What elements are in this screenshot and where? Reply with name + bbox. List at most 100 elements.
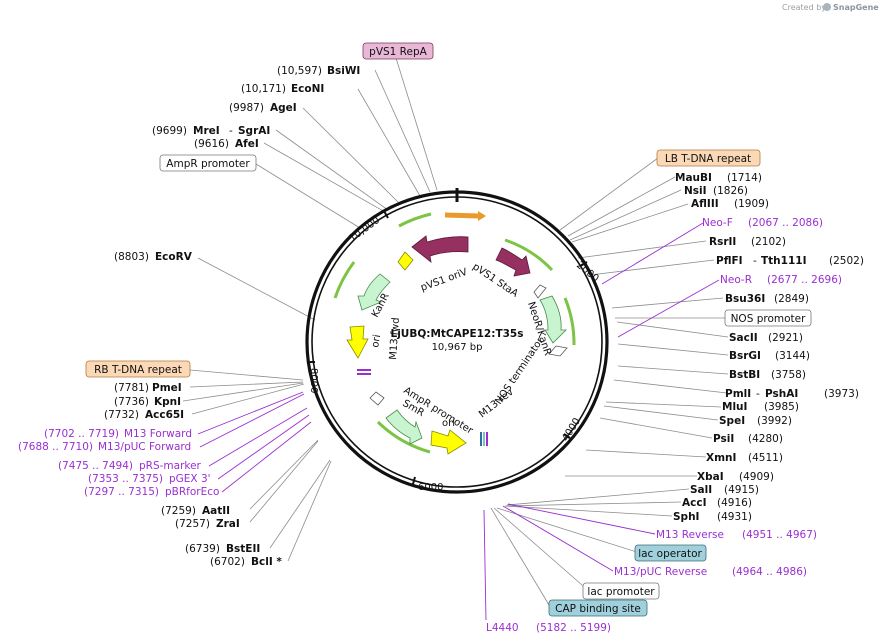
mrei-name[interactable]: MreI: [193, 125, 220, 137]
bcli-name[interactable]: BclI *: [251, 556, 282, 568]
nos-promoter-arrow-icon: [533, 284, 547, 299]
lac-promoter-box[interactable]: [582, 582, 660, 600]
bsrgi-name[interactable]: BsrGI: [729, 350, 761, 362]
bsteii-pos: (6739): [185, 543, 220, 555]
bsiwi-pos: (10,597): [277, 65, 322, 77]
pmli-name[interactable]: PmlI: [725, 388, 751, 400]
ecorv-pos: (8803): [114, 251, 149, 263]
nsii-pos: (1826): [713, 185, 748, 197]
pgex-range: (7353 .. 7375): [88, 473, 163, 485]
nsii-name[interactable]: NsiI: [684, 185, 707, 197]
kpni-name[interactable]: KpnI: [154, 396, 181, 408]
neor-range: (2677 .. 2696): [767, 274, 842, 286]
m13r-name[interactable]: M13 Reverse: [656, 529, 724, 541]
kanr-arrow-icon: [357, 273, 391, 311]
svg-text:-: -: [753, 255, 757, 267]
pvs1-repa-box[interactable]: [362, 42, 434, 60]
pvs1-staa-arrow-icon: [495, 247, 531, 277]
bsu36i-name[interactable]: Bsu36I: [725, 293, 765, 305]
credit-prefix: Created by: [782, 3, 826, 12]
primer-labels-right: Neo-F (2067 .. 2086) Neo-R (2677 .. 2696…: [486, 217, 842, 634]
rsrii-pos: (2102): [751, 236, 786, 248]
site-labels-right: MauBI (1714) NsiI (1826) AflIII (1909) R…: [673, 172, 864, 523]
feature-arcs: [333, 212, 576, 454]
sgrai-name[interactable]: SgrAI: [238, 125, 270, 137]
sali-name[interactable]: SalI: [690, 484, 712, 496]
nos-promoter-box[interactable]: [724, 309, 812, 327]
l4440-name[interactable]: L4440: [486, 622, 519, 634]
cap-site-box[interactable]: [548, 599, 648, 617]
tick-4000: [563, 433, 571, 439]
sphi-name[interactable]: SphI: [673, 511, 699, 523]
afliii-name[interactable]: AflIII: [691, 198, 719, 210]
lac-operator-box[interactable]: [634, 544, 707, 562]
pshai-name[interactable]: PshAI: [765, 388, 798, 400]
lac-marker-2: [483, 432, 485, 446]
bstbi-name[interactable]: BstBI: [729, 369, 760, 381]
bsteii-name[interactable]: BstEII: [226, 543, 260, 555]
spei-name[interactable]: SpeI: [719, 415, 745, 427]
xbai-pos: (4909): [739, 471, 774, 483]
pmei-pos: (7781): [114, 382, 149, 394]
rb-tdna-box[interactable]: [85, 360, 191, 378]
econi-name[interactable]: EcoNI: [291, 83, 324, 95]
m13f-name[interactable]: M13 Forward: [124, 428, 192, 440]
afei-name[interactable]: AfeI: [235, 138, 259, 150]
pflfi-name[interactable]: PflFI: [716, 255, 743, 267]
mlui-pos: (3985): [764, 401, 799, 413]
psii-pos: (4280): [748, 433, 783, 445]
rb-tdna-label: RB T-DNA repeat: [94, 364, 182, 376]
maubi-name[interactable]: MauBI: [675, 172, 712, 184]
ampr-promoter-box[interactable]: [159, 154, 257, 172]
acci-pos: (4916): [717, 497, 752, 509]
pmei-name[interactable]: PmeI: [152, 382, 182, 394]
lac-marker-3: [486, 432, 488, 446]
neor-kanr-arrow-icon: [539, 295, 567, 344]
lb-tdna-label: LB T-DNA repeat: [665, 153, 751, 165]
label-m13rev: M13 rev: [477, 387, 516, 421]
acci-name[interactable]: AccI: [682, 497, 706, 509]
neof-name[interactable]: Neo-F: [702, 217, 733, 229]
acc65i-name[interactable]: Acc65I: [145, 409, 184, 421]
pbr-range: (7297 .. 7315): [84, 486, 159, 498]
agei-pos: (9987): [229, 102, 264, 114]
leader-lines: [182, 57, 729, 611]
lb-repeat-arrow-icon: [478, 211, 486, 221]
xmni-pos: (4511): [748, 452, 783, 464]
m13pucr-range: (4964 .. 4986): [732, 566, 807, 578]
m13puc-name[interactable]: M13/pUC Forward: [98, 441, 191, 453]
sacii-name[interactable]: SacII: [729, 332, 758, 344]
tth111i-name[interactable]: Tth111I: [761, 255, 806, 267]
aatii-name[interactable]: AatII: [202, 505, 230, 517]
tick-label-6000: 6000: [418, 482, 443, 493]
bsiwi-name[interactable]: BsiWI: [327, 65, 360, 77]
m13puc-range: (7688 .. 7710): [18, 441, 93, 453]
ampr-promoter-arrow-icon: [369, 391, 385, 406]
pvs1-repa-label: pVS1 RepA: [369, 46, 427, 58]
rsrii-name[interactable]: RsrII: [709, 236, 736, 248]
xbai-name[interactable]: XbaI: [697, 471, 724, 483]
aatii-pos: (7259): [161, 505, 196, 517]
lb-tdna-box[interactable]: [656, 149, 761, 167]
pgex-name[interactable]: pGEX 3': [169, 473, 211, 485]
prs-name[interactable]: pRS-marker: [139, 460, 202, 472]
zrai-name[interactable]: ZraI: [216, 518, 240, 530]
xmni-name[interactable]: XmnI: [706, 452, 736, 464]
pflfi-pos: (2502): [829, 255, 864, 267]
tick-label-10000: 10,000: [347, 215, 382, 244]
zrai-pos: (7257): [175, 518, 210, 530]
m13pucr-name[interactable]: M13/pUC Reverse: [614, 566, 707, 578]
pbr-name[interactable]: pBRforEco: [165, 486, 219, 498]
agei-name[interactable]: AgeI: [270, 102, 297, 114]
lb-repeat-arc: [444, 212, 481, 219]
l4440-range: (5182 .. 5199): [536, 622, 611, 634]
mlui-name[interactable]: MluI: [722, 401, 747, 413]
mrei-pos: (9699): [152, 125, 187, 137]
econi-pos: (10,171): [241, 83, 286, 95]
ecorv-name[interactable]: EcoRV: [155, 251, 193, 263]
plasmid-size: 10,967 bp: [432, 342, 483, 353]
neor-name[interactable]: Neo-R: [720, 274, 752, 286]
credit-brand: SnapGene: [833, 3, 879, 12]
psii-name[interactable]: PsiI: [713, 433, 734, 445]
bsu36i-pos: (2849): [774, 293, 809, 305]
